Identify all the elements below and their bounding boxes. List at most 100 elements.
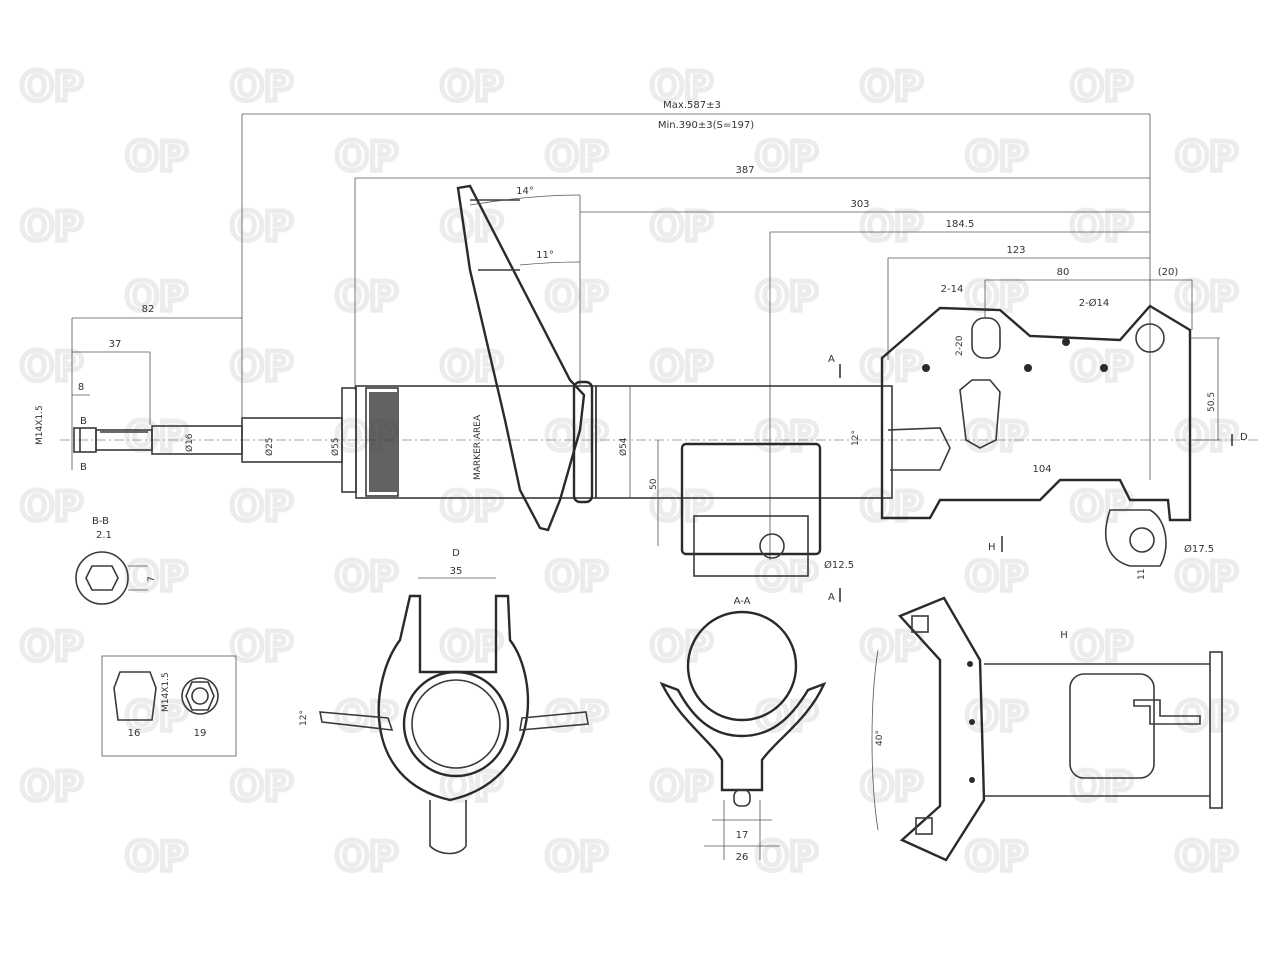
mount-hole-lower [1105, 509, 1167, 567]
watermark-op: OP [545, 134, 608, 180]
watermark-op: OP [335, 834, 398, 880]
watermark-op: OP [545, 274, 608, 320]
dim-8: 8 [78, 382, 84, 393]
dim-dia-25: Ø25 [264, 437, 275, 456]
watermark-op: OP [1070, 764, 1133, 810]
watermark-op: OP [440, 624, 503, 670]
watermark-op: OP [125, 414, 188, 460]
watermark-op: OP [440, 64, 503, 110]
stabilizer-bracket [680, 442, 822, 556]
dim-20-ref: (20) [1158, 267, 1179, 278]
watermark-op: OP [1070, 204, 1133, 250]
watermark-op: OP [125, 274, 188, 320]
dim-11: 11 [1137, 569, 1147, 580]
watermark-op: OP [20, 764, 83, 810]
watermark-op: OP [230, 624, 293, 670]
watermark-op: OP [440, 764, 503, 810]
dim-nut-19: 19 [194, 728, 207, 739]
watermark-op: OP [755, 414, 818, 460]
watermark-op: OP [650, 204, 713, 250]
dim-holes-2x14: 2-Ø14 [1079, 297, 1110, 309]
spring-seat [456, 184, 586, 532]
watermark-op: OP [965, 834, 1028, 880]
dim-303: 303 [850, 199, 869, 210]
dim-7: 7 [147, 576, 157, 582]
watermark-op: OP [860, 204, 923, 250]
watermark-op: OP [1175, 694, 1238, 740]
watermark-op: OP [230, 484, 293, 530]
view-h-window [1069, 673, 1155, 779]
dim-thread-top: M14X1.5 [35, 405, 45, 445]
watermark-op: OP [125, 694, 188, 740]
watermark-op: OP [650, 64, 713, 110]
view-h: H 40° [871, 596, 1223, 862]
watermark-op: OP [335, 274, 398, 320]
section-b-b-view: B-B 2.1 7 [75, 516, 157, 605]
watermark-op: OP [125, 834, 188, 880]
watermark-op: OP [1175, 834, 1238, 880]
watermark-op: OP [20, 484, 83, 530]
dim-184-5: 184.5 [946, 219, 975, 230]
watermark-op: OP [1070, 64, 1133, 110]
watermark-op: OP [755, 274, 818, 320]
watermark-op: OP [335, 694, 398, 740]
shock-absorber-side-view: MARKER AREA 14° 11° Ø16 Ø25 Ø55 Ø54 50 Ø… [60, 184, 1260, 603]
dim-82: 82 [142, 304, 155, 315]
watermark-op: OP [1175, 274, 1238, 320]
stabilizer-hole [759, 533, 785, 559]
nut-view: M14X1.5 16 19 [101, 655, 237, 757]
section-mark-b-bottom: B [80, 462, 87, 473]
dim-104: 104 [1032, 464, 1051, 475]
dim-387: 387 [735, 165, 754, 176]
lower-tube [595, 385, 893, 499]
mount-hole-upper [1135, 323, 1165, 353]
watermark-op: OP [1175, 134, 1238, 180]
dim-37: 37 [109, 339, 122, 350]
watermark-op: OP [965, 274, 1028, 320]
watermark-op: OP [440, 484, 503, 530]
dim-slot-2x14: 2-14 [941, 284, 964, 295]
dim-angle-40: 40° [875, 730, 885, 746]
watermark-op: OP [545, 834, 608, 880]
watermark-op: OP [545, 414, 608, 460]
watermark-op: OP [860, 624, 923, 670]
section-mark-d: D [1240, 432, 1248, 443]
watermark-op: OP [1070, 484, 1133, 530]
dim-50-5: 50.5 [1207, 392, 1217, 412]
section-mark-a-bottom: A [828, 592, 835, 603]
watermark-op: OP [1175, 414, 1238, 460]
dim-angle-12b: 12° [299, 710, 309, 726]
view-h-title: H [1060, 630, 1068, 641]
dim-max-length: Max.587±3 [663, 100, 721, 111]
watermark-op: OP [860, 64, 923, 110]
watermark-op: OP [650, 764, 713, 810]
dim-angle-11: 11° [536, 250, 554, 261]
dim-dia-55: Ø55 [330, 437, 341, 456]
dim-dia-17-5: Ø17.5 [1184, 543, 1214, 555]
watermark-op: OP [20, 204, 83, 250]
view-d-outline [377, 594, 530, 802]
dim-17: 17 [736, 830, 749, 841]
seat-ring [572, 380, 594, 504]
watermark-op: OP [125, 554, 188, 600]
dim-2-1: 2.1 [96, 530, 112, 541]
view-d-title: D [452, 548, 460, 559]
dim-nut-16: 16 [128, 728, 141, 739]
watermark-op: OP [440, 204, 503, 250]
dim-50: 50 [649, 478, 659, 490]
dim-80: 80 [1057, 267, 1070, 278]
watermark-op: OP [230, 64, 293, 110]
watermark-op: OP [650, 344, 713, 390]
section-a-a-view: A-A 17 26 [659, 596, 827, 863]
slot-upper [971, 317, 1001, 359]
watermark-op: OP [755, 834, 818, 880]
watermark-op: OP [335, 134, 398, 180]
dim-35: 35 [450, 566, 463, 577]
watermark-op: OP [755, 134, 818, 180]
watermark-op: OP [1070, 624, 1133, 670]
watermark-op: OP [230, 764, 293, 810]
dim-dia-54: Ø54 [618, 437, 629, 456]
watermark-op: OP [965, 134, 1028, 180]
dim-min-length: Min.390±3(S=197) [658, 120, 754, 131]
